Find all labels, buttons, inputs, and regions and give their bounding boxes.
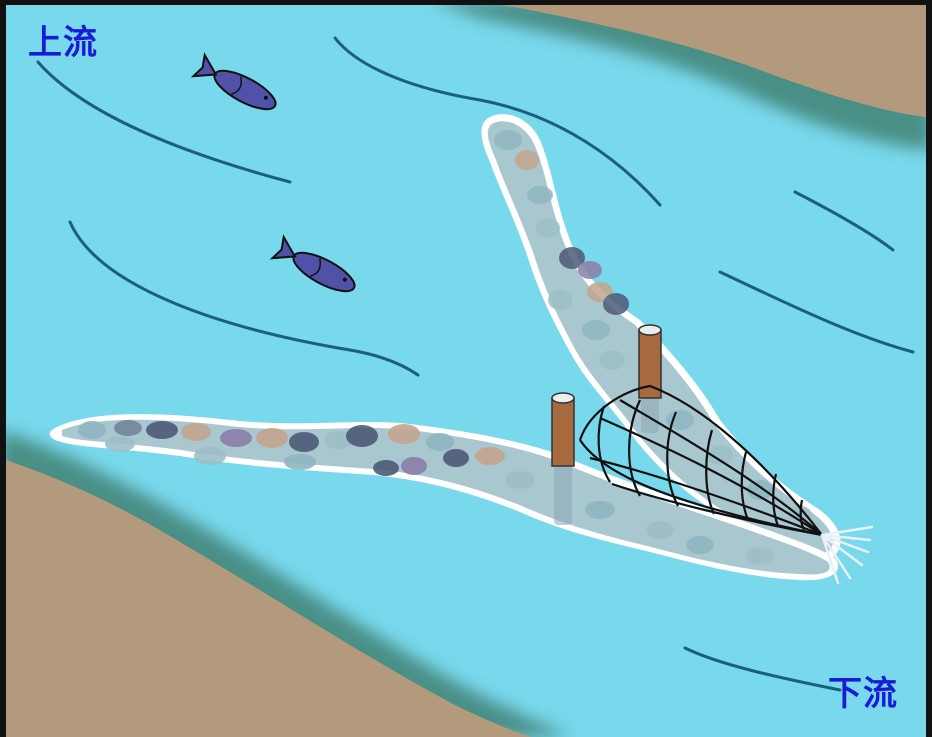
frame-border-left — [0, 0, 6, 737]
upstream-label: 上流 — [28, 26, 98, 60]
downstream-label: 下流 — [828, 677, 898, 711]
frame-border-right — [926, 0, 932, 737]
frame-border-top — [0, 0, 932, 5]
stake-left — [552, 393, 574, 466]
